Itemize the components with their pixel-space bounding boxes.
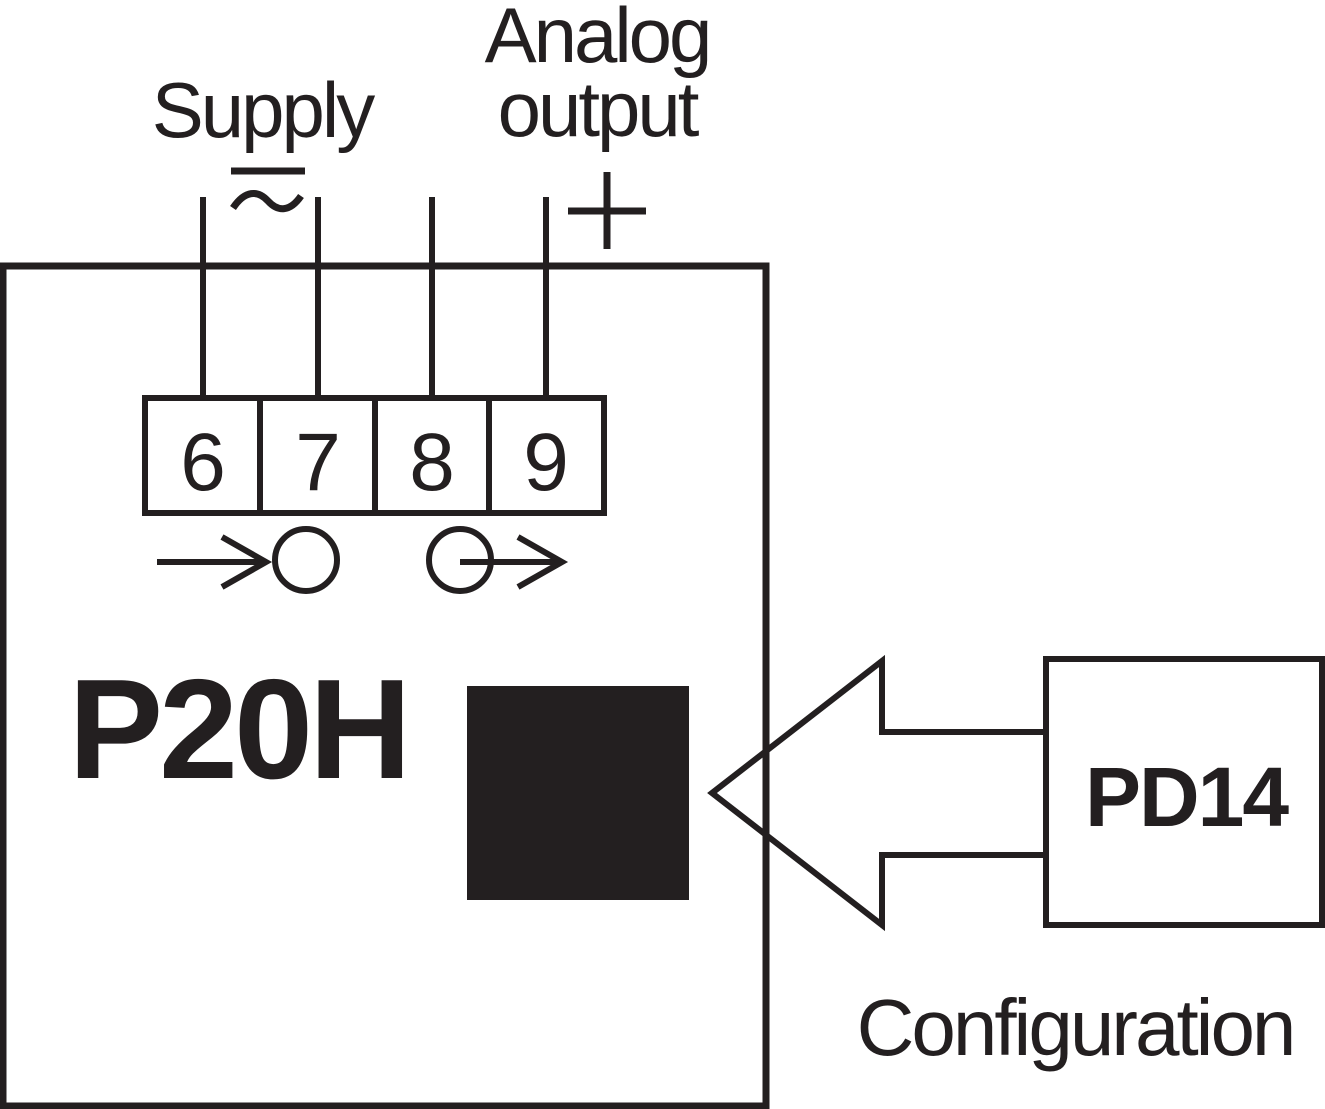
terminal-7-number: 7 — [295, 417, 341, 508]
analog-label-line1: Analog — [485, 0, 710, 79]
terminal-8-number: 8 — [409, 417, 455, 508]
configuration-label: Configuration — [857, 983, 1294, 1072]
configuration-socket — [467, 686, 689, 900]
analog-label-line2: output — [498, 65, 700, 153]
device-name: P20H — [68, 650, 407, 809]
terminal-9-number: 9 — [523, 417, 569, 508]
programmer-box — [1043, 656, 1325, 928]
input-circle — [272, 526, 340, 594]
supply-label: Supply — [152, 66, 375, 154]
input-arrow-head — [220, 534, 273, 590]
device-box — [0, 262, 770, 1109]
terminal-6-number: 6 — [180, 417, 226, 508]
programmer-name: PD14 — [1085, 750, 1289, 844]
configuration-arrow — [707, 654, 1049, 932]
supply-ac-tilde — [230, 190, 304, 213]
output-arrow-head — [516, 534, 569, 590]
